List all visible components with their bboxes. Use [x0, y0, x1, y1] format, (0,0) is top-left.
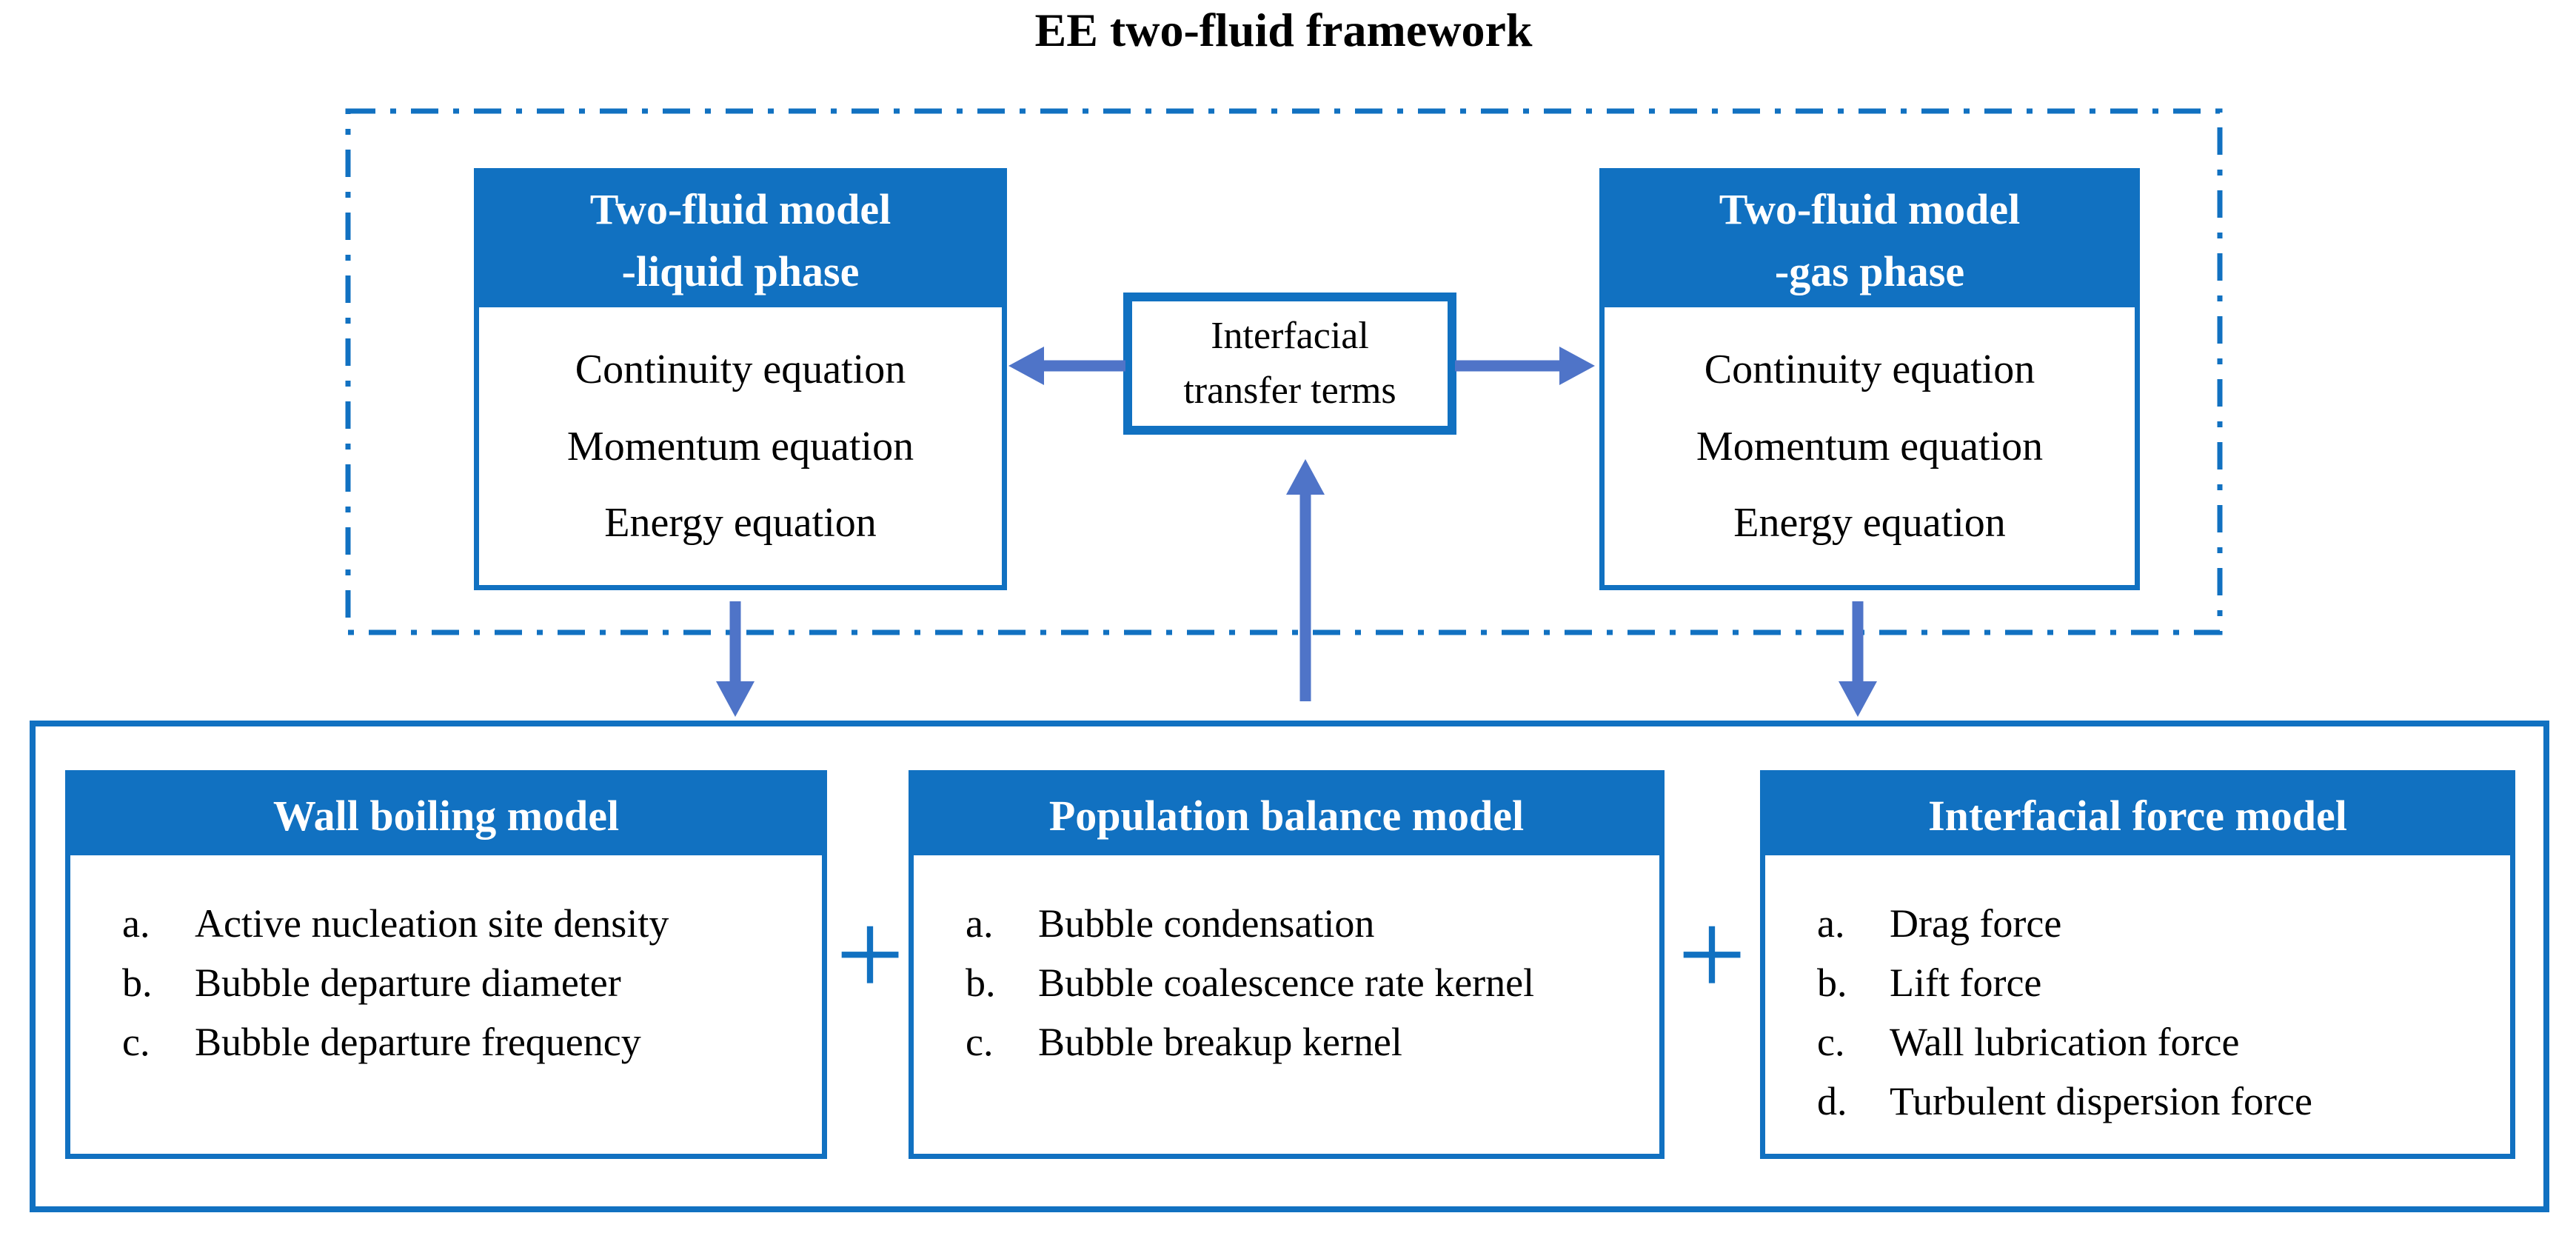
- gas-header-line1: Two-fluid model: [1719, 184, 2021, 233]
- list-marker: a.: [122, 901, 150, 946]
- equation-line: Continuity equation: [575, 346, 906, 392]
- list-marker: d.: [1817, 1079, 1847, 1123]
- list-marker: c.: [122, 1020, 150, 1064]
- list-text: Bubble departure frequency: [195, 1020, 641, 1064]
- gas-phase-equations: Continuity equation Momentum equation En…: [1605, 307, 2135, 585]
- liquid-header-line2: -liquid phase: [621, 247, 860, 295]
- list-text: Bubble condensation: [1038, 901, 1375, 946]
- list-marker: a.: [1817, 901, 1845, 946]
- list-text: Turbulent dispersion force: [1890, 1079, 2312, 1123]
- equation-line: Continuity equation: [1704, 346, 2035, 392]
- equation-line: Energy equation: [1733, 500, 2006, 547]
- list-marker: b.: [122, 960, 153, 1005]
- list-text: Bubble departure diameter: [195, 960, 621, 1005]
- plus-operator: +: [835, 886, 905, 1022]
- plus-operator: +: [1677, 886, 1747, 1022]
- list-marker: c.: [966, 1020, 994, 1064]
- list-item: c. Bubble departure frequency: [122, 1012, 807, 1072]
- interfacial-force-model-header: Interfacial force model: [1765, 775, 2510, 855]
- list-text: Drag force: [1890, 901, 2062, 946]
- two-fluid-gas-phase-box: Two-fluid model -gas phase Continuity eq…: [1599, 168, 2140, 590]
- list-item: a. Bubble condensation: [966, 894, 1645, 953]
- interfacial-force-model-box: Interfacial force model a. Drag force b.…: [1760, 770, 2515, 1159]
- list-item: a. Drag force: [1817, 894, 2495, 953]
- equation-line: Momentum equation: [566, 423, 914, 470]
- list-item: b. Bubble departure diameter: [122, 953, 807, 1012]
- population-balance-model-header: Population balance model: [914, 775, 1659, 855]
- list-item: a. Active nucleation site density: [122, 894, 807, 953]
- two-fluid-liquid-phase-box: Two-fluid model -liquid phase Continuity…: [474, 168, 1007, 590]
- liquid-phase-equations: Continuity equation Momentum equation En…: [479, 307, 1002, 585]
- list-item: c. Bubble breakup kernel: [966, 1012, 1645, 1072]
- list-text: Lift force: [1890, 960, 2042, 1005]
- gas-header-line2: -gas phase: [1774, 247, 1965, 295]
- list-text: Active nucleation site density: [195, 901, 669, 946]
- list-marker: a.: [966, 901, 994, 946]
- equation-line: Momentum equation: [1696, 423, 2044, 470]
- gas-phase-header: Two-fluid model -gas phase: [1605, 173, 2135, 307]
- list-text: Wall lubrication force: [1890, 1020, 2240, 1064]
- interfacial-force-model-list: a. Drag force b. Lift force c. Wall lubr…: [1765, 855, 2510, 1131]
- wall-boiling-model-list: a. Active nucleation site density b. Bub…: [70, 855, 822, 1072]
- interfacial-line2: transfer terms: [1183, 370, 1396, 412]
- list-text: Bubble coalescence rate kernel: [1038, 960, 1535, 1005]
- population-balance-model-box: Population balance model a. Bubble conde…: [909, 770, 1665, 1159]
- list-item: d. Turbulent dispersion force: [1817, 1072, 2495, 1131]
- list-text: Bubble breakup kernel: [1038, 1020, 1402, 1064]
- list-item: b. Bubble coalescence rate kernel: [966, 953, 1645, 1012]
- list-marker: b.: [1817, 960, 1847, 1005]
- equation-line: Energy equation: [604, 500, 877, 547]
- diagram-title: EE two-fluid framework: [1034, 4, 1533, 56]
- liquid-phase-header: Two-fluid model -liquid phase: [479, 173, 1002, 307]
- wall-boiling-model-box: Wall boiling model a. Active nucleation …: [65, 770, 827, 1159]
- interfacial-line1: Interfacial: [1211, 315, 1369, 357]
- population-balance-model-list: a. Bubble condensation b. Bubble coalesc…: [914, 855, 1659, 1072]
- list-marker: b.: [966, 960, 996, 1005]
- list-item: c. Wall lubrication force: [1817, 1012, 2495, 1072]
- wall-boiling-model-header: Wall boiling model: [70, 775, 822, 855]
- list-marker: c.: [1817, 1020, 1845, 1064]
- interfacial-transfer-terms-box: Interfacial transfer terms: [1123, 293, 1456, 435]
- liquid-header-line1: Two-fluid model: [589, 184, 891, 233]
- list-item: b. Lift force: [1817, 953, 2495, 1012]
